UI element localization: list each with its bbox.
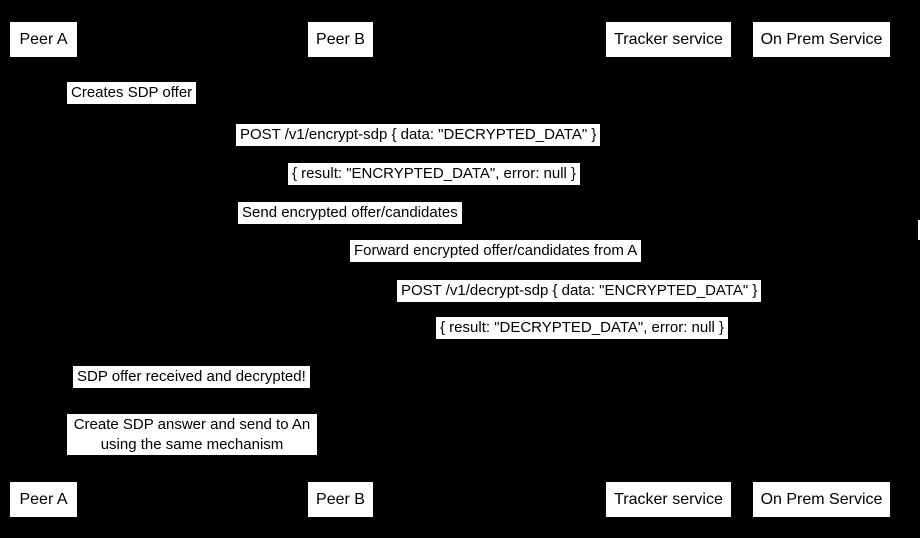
actor-box-peer-a-top: Peer A <box>10 22 77 57</box>
actor-box-tracker-top: Tracker service <box>606 22 731 57</box>
clipped-label-fragment <box>918 220 920 240</box>
message-encrypt-result: { result: "ENCRYPTED_DATA", error: null … <box>288 163 581 185</box>
message-forward-encrypted-offer: Forward encrypted offer/candidates from … <box>350 240 642 262</box>
message-post-decrypt-sdp: POST /v1/decrypt-sdp { data: "ENCRYPTED_… <box>397 280 762 302</box>
actor-box-on-prem-bottom: On Prem Service <box>753 482 890 517</box>
message-creates-sdp-offer: Creates SDP offer <box>67 82 197 104</box>
actor-box-on-prem-top: On Prem Service <box>753 22 890 57</box>
note-create-sdp-answer: Create SDP answer and send to An using t… <box>67 414 317 455</box>
actor-box-peer-b-bottom: Peer B <box>308 482 373 517</box>
message-send-encrypted-offer: Send encrypted offer/candidates <box>238 202 462 224</box>
actor-box-peer-b-top: Peer B <box>308 22 373 57</box>
note-line-2: using the same mechanism <box>100 436 284 453</box>
message-sdp-offer-received: SDP offer received and decrypted! <box>73 366 310 388</box>
actor-box-peer-a-bottom: Peer A <box>10 482 77 517</box>
message-post-encrypt-sdp: POST /v1/encrypt-sdp { data: "DECRYPTED_… <box>236 124 601 146</box>
actor-box-tracker-bottom: Tracker service <box>606 482 731 517</box>
message-decrypt-result: { result: "DECRYPTED_DATA", error: null … <box>436 317 729 339</box>
note-line-1: Create SDP answer and send to An <box>73 416 311 433</box>
